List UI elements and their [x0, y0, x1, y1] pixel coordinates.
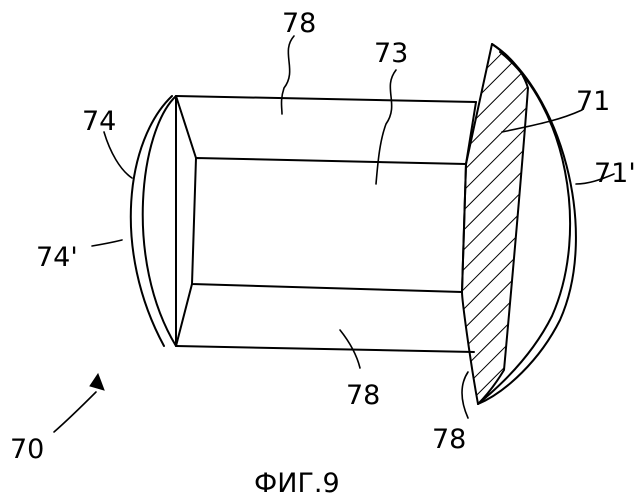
- label-74-prime: 74': [36, 242, 78, 273]
- left-cap: [131, 96, 176, 346]
- label-71-prime: 71': [594, 158, 636, 189]
- leader-lines: [54, 36, 614, 432]
- label-78-corner: 78: [432, 424, 466, 455]
- label-78-bottom: 78: [346, 380, 380, 411]
- figure-caption: ФИГ.9: [254, 468, 340, 499]
- label-71: 71: [576, 86, 610, 117]
- label-78-top: 78: [282, 8, 316, 39]
- body-frame: [176, 96, 476, 352]
- label-73: 73: [374, 38, 408, 69]
- label-70: 70: [10, 434, 44, 465]
- label-74: 74: [82, 106, 116, 137]
- right-cap-section: [462, 44, 576, 404]
